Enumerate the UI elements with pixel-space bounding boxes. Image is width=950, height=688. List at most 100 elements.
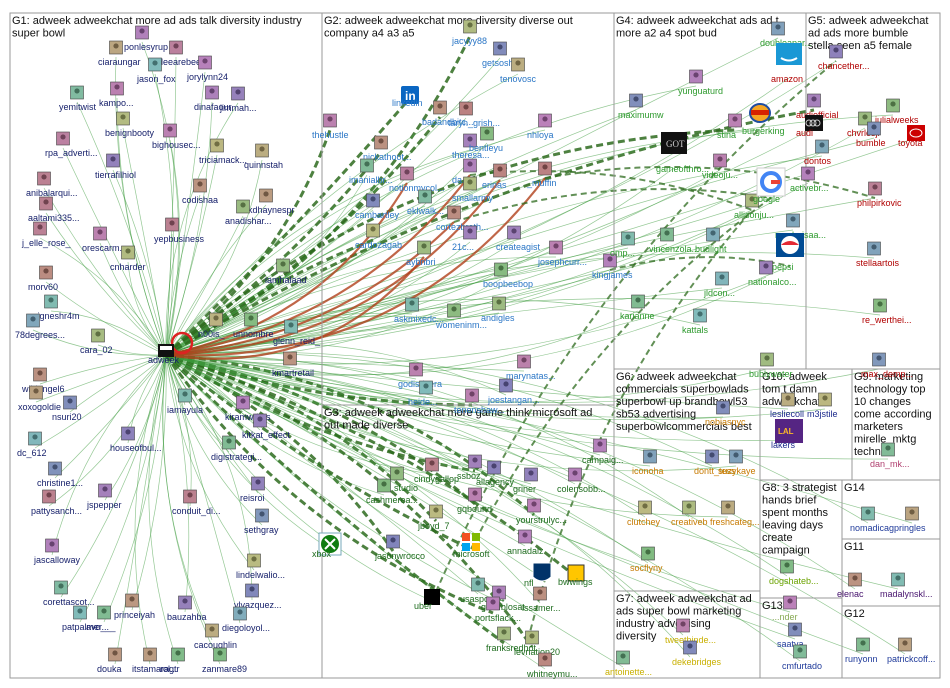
node-xoxogoldie[interactable]: xoxogoldie [18, 385, 61, 412]
node-pattysanch[interactable]: pattysanch... [31, 489, 82, 516]
node-heide[interactable]: heide... [408, 380, 438, 407]
node-anibalarqui[interactable]: anibalarqui... [26, 171, 78, 198]
node-madalynskl[interactable]: madalynskl... [880, 572, 933, 599]
node-antoinette[interactable]: antoinette... [605, 650, 652, 677]
node-princeiyah[interactable]: princeiyah [114, 593, 155, 620]
node-patrickcoff[interactable]: patrickcoff... [887, 637, 935, 664]
node-runyonn[interactable]: runyonn [845, 637, 878, 664]
node-nomadicag[interactable]: nomadicag [850, 506, 894, 533]
node-corettascot[interactable]: corettascot... [43, 580, 95, 607]
node-jldcon[interactable]: jldcon... [703, 271, 735, 298]
node-fr-studio[interactable]: fr... studio [379, 466, 418, 493]
node-cashmerea[interactable]: cashmerea... [366, 478, 418, 505]
node-cacoughlin[interactable]: cacoughlin [194, 623, 237, 650]
node-boopbeebop[interactable]: boopbeebop [483, 262, 533, 289]
node-kmartretail[interactable]: kmartretail [272, 351, 314, 378]
node-aaltami335[interactable]: aaltami335... [28, 196, 80, 223]
node-cara-02[interactable]: cara_02 [80, 328, 113, 355]
node-bumble[interactable]: bumble [856, 121, 886, 148]
node-colensobb[interactable]: colensobb... [557, 467, 606, 494]
node-ssboz[interactable]: ssboz [457, 454, 482, 481]
node-iamhalaad[interactable]: iamhalaad [265, 258, 307, 285]
node-burgerking[interactable]: burgerking [742, 103, 785, 136]
node-houseofbul[interactable]: houseofbul... [110, 426, 162, 453]
node-stina[interactable]: stina [717, 113, 742, 140]
node-josephcurr[interactable]: josephcurr... [537, 240, 587, 267]
node-kingjames[interactable]: kingjames [592, 253, 633, 280]
node-lindelwalio[interactable]: lindelwalio... [236, 553, 285, 580]
node-ponlesyrup[interactable]: ponlesyrup [124, 25, 168, 52]
node-codishaa[interactable]: codishaa [182, 178, 218, 205]
node-chancether[interactable]: chancether... [818, 44, 870, 71]
node-orescarm[interactable]: orescarm... [82, 226, 127, 253]
node-omp[interactable]: omp... [610, 231, 635, 258]
node-campaig[interactable]: campaig... [582, 438, 624, 465]
node-julialweeks[interactable]: julialweeks [874, 98, 919, 125]
node-suzykaye[interactable]: suzykaye [718, 449, 756, 476]
node-nationalco[interactable]: nationalco... [748, 260, 797, 287]
node-jboyd-7[interactable]: jboyd_7 [417, 504, 450, 531]
node-jasonwrocco[interactable]: jasonwrocco [374, 534, 425, 561]
node-avo[interactable]: avo___ [86, 605, 117, 632]
node-uber[interactable]: uber [414, 589, 440, 611]
node-dekebridges[interactable]: dekebridges [672, 640, 722, 667]
node-andigles[interactable]: andigles [481, 296, 515, 323]
node-morv60[interactable]: morv60 [28, 265, 58, 292]
node-imanialbr[interactable]: imanialbr... [349, 158, 393, 185]
node-google[interactable]: google [753, 167, 786, 204]
node-rol[interactable]: rol... [160, 647, 185, 674]
node-patpalmer[interactable]: patpalmer... [62, 605, 109, 632]
node-lesliecoll[interactable]: lesliecoll [770, 392, 804, 419]
node-smallarmy[interactable]: smallarmy [452, 176, 494, 203]
node-jason-fox[interactable]: jason_fox [136, 57, 176, 84]
node-cambartley[interactable]: cambartley [355, 193, 400, 220]
node-allagency[interactable]: allagency [476, 460, 515, 487]
node-microsoft[interactable]: microsoft [453, 533, 490, 559]
node-nickathoot[interactable]: nickathoot... [363, 135, 412, 162]
node-kitkat-effect[interactable]: kitkat_effect [242, 413, 290, 440]
node-elenac[interactable]: elenac [837, 572, 864, 599]
node-gqbound[interactable]: gqbound [457, 487, 492, 514]
node-ciaraungar[interactable]: ciaraungar [98, 40, 141, 67]
node-rpa-adverti[interactable]: rpa_adverti... [45, 131, 98, 158]
node-getsosh[interactable]: getsosh [482, 41, 514, 68]
node-da[interactable]: da... [452, 158, 477, 185]
node-budlight[interactable]: budlight [695, 227, 727, 254]
node-freshcateg[interactable]: freshcateg... [710, 500, 760, 527]
node-xbox[interactable]: xbox [312, 532, 342, 559]
node-joestangan[interactable]: joestangan... [487, 378, 540, 405]
node-amazon[interactable]: amazon [771, 43, 803, 84]
node-womeninm[interactable]: womeninm... [435, 303, 487, 330]
node-gameofthro[interactable]: GOTgameofthro... [656, 132, 709, 174]
node-activebr[interactable]: activebr... [790, 166, 829, 193]
node-creativeb[interactable]: creativeb [671, 500, 708, 527]
node-vlvazquez[interactable]: vlvazquez... [234, 583, 282, 610]
node-christine1[interactable]: christine1... [37, 461, 83, 488]
node-erinas[interactable]: erinas [482, 163, 507, 190]
node-nder[interactable]: ...nder [772, 595, 798, 622]
node-audi[interactable]: audi [796, 115, 823, 138]
node-bauzahba[interactable]: bauzahba [167, 595, 207, 622]
node-vigneshr4m[interactable]: vigneshr4m [33, 294, 80, 321]
node-yourstrulyc[interactable]: yourstrulyc... [516, 498, 567, 525]
node-triciamack[interactable]: triciamack... [199, 138, 247, 165]
node-nfl[interactable]: nfl [524, 562, 552, 588]
node-stellaartois[interactable]: stellaartois [856, 241, 900, 268]
node-askmixedc[interactable]: askmixedc... [394, 297, 444, 324]
node-douka[interactable]: douka [97, 647, 122, 674]
node-78degrees[interactable]: 78degrees... [15, 313, 65, 340]
node-jascalloway[interactable]: jascalloway [33, 538, 81, 565]
node-diegoloyol[interactable]: diegoloyol... [222, 606, 270, 633]
node-cindygallop[interactable]: cindygallop [414, 457, 459, 484]
node-portsflack[interactable]: portsflack... [475, 596, 521, 623]
node-cortezbroth[interactable]: cortezbroth... [436, 205, 489, 232]
node-cnharder[interactable]: cnharder [110, 245, 146, 272]
node-jorylynn24[interactable]: jorylynn24 [186, 55, 228, 82]
node-kdhaynespr[interactable]: kdhaynespr [248, 188, 295, 215]
node-badandbitc[interactable]: badandbitc... [422, 100, 474, 127]
node-zanmare89[interactable]: zanmare89 [202, 647, 247, 674]
node-kattals[interactable]: kattals [682, 308, 709, 335]
node-iamayula[interactable]: iamayula [167, 388, 203, 415]
node-tenovosc[interactable]: tenovosc [500, 57, 537, 84]
